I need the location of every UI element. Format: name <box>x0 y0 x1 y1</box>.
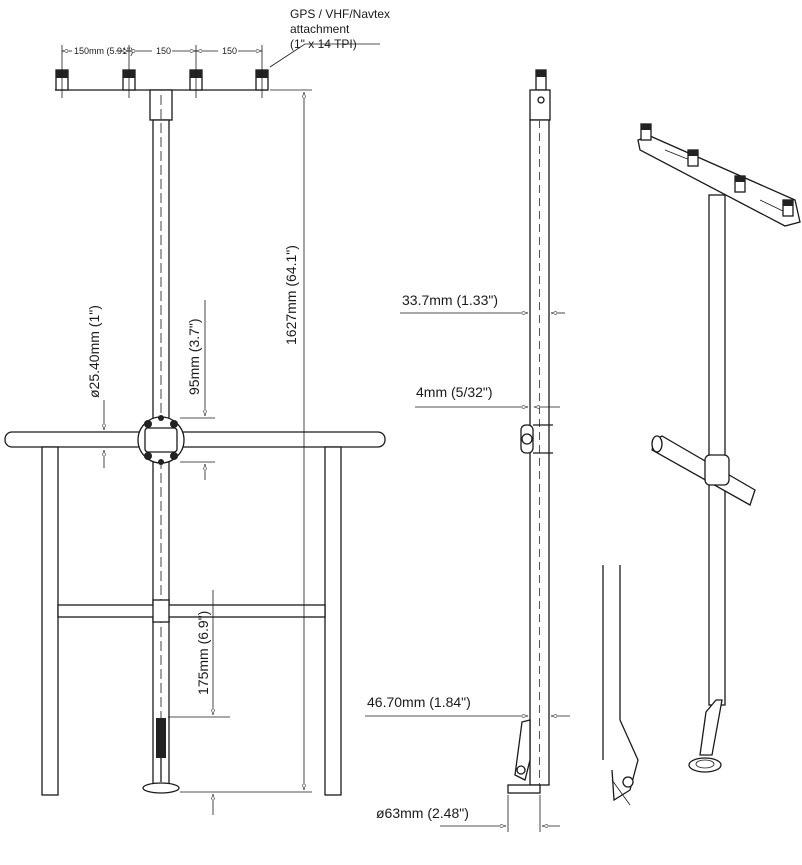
svg-text:4mm (5/32"): 4mm (5/32") <box>416 384 493 400</box>
spacing-dimension: 150mm (5.91") 150 150 <box>62 46 262 56</box>
side-base-bracket <box>507 719 541 794</box>
lower-rail <box>57 604 326 618</box>
svg-text:GPS / VHF/Navtex: GPS / VHF/Navtex <box>290 7 390 21</box>
base-plate <box>142 782 180 794</box>
isometric-view <box>602 123 801 806</box>
svg-text:(1" x 14 TPI): (1" x 14 TPI) <box>290 37 357 51</box>
svg-text:1627mm (64.1"): 1627mm (64.1") <box>283 245 299 345</box>
flange-dimension: 95mm (3.7") <box>180 300 215 480</box>
iso-crossbar <box>651 435 756 506</box>
detail-view <box>602 565 639 806</box>
right-leg <box>324 446 342 796</box>
iso-base <box>688 757 722 773</box>
attachment-callout: GPS / VHF/Navtex attachment (1" x 14 TPI… <box>269 7 390 68</box>
base-diameter-dimension: ø63mm (2.48") <box>376 795 560 832</box>
antenna-mounts <box>55 45 269 98</box>
bracket-dimension: 46.70mm (1.84") <box>365 694 570 716</box>
svg-text:ø25.40mm (1"): ø25.40mm (1") <box>86 305 102 398</box>
side-view: 33.7mm (1.33") 4mm (5/32") 46.70mm (1.84… <box>365 69 570 832</box>
spacing-label-1: 150mm (5.91") <box>74 46 133 56</box>
iso-mounts <box>640 123 794 217</box>
svg-text:46.70mm (1.84"): 46.70mm (1.84") <box>367 694 471 710</box>
height-dimension: 1627mm (64.1") <box>180 89 312 793</box>
iso-pole <box>708 194 726 706</box>
outer-diameter-dimension: 33.7mm (1.33") <box>400 292 565 313</box>
front-view: 150mm (5.91") 150 150 GPS / VHF/Navtex a… <box>4 7 390 815</box>
iso-clamp <box>704 454 730 486</box>
svg-text:ø63mm (2.48"): ø63mm (2.48") <box>376 805 469 821</box>
left-leg <box>41 446 59 796</box>
wall-dimension: 4mm (5/32") <box>415 384 560 407</box>
svg-text:33.7mm (1.33"): 33.7mm (1.33") <box>402 292 498 308</box>
base-dimension: 175mm (6.9") <box>168 590 230 815</box>
svg-text:175mm (6.9"): 175mm (6.9") <box>195 611 211 695</box>
flange-clamp <box>137 415 185 465</box>
spacing-label-3: 150 <box>222 46 237 56</box>
side-clamp <box>520 424 553 454</box>
pole-diameter-dimension: ø25.40mm (1") <box>86 305 104 468</box>
svg-text:attachment: attachment <box>290 22 350 36</box>
crossbar <box>4 431 386 448</box>
svg-text:95mm (3.7"): 95mm (3.7") <box>186 318 202 395</box>
spacing-label-2: 150 <box>156 46 171 56</box>
